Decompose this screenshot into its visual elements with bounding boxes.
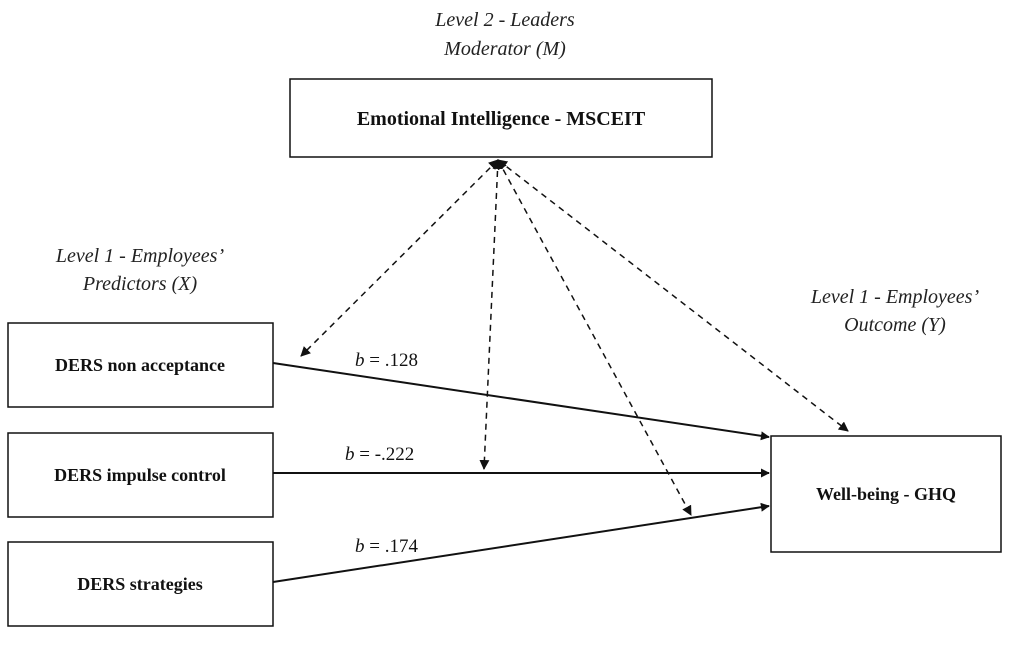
coefficient-value: = -.222	[355, 444, 415, 465]
predictor-box-impulse-control-label: DERS impulse control	[54, 465, 226, 485]
path-arrow-strategies	[272, 502, 770, 583]
outcome-box: Well-being - GHQ	[770, 435, 1002, 553]
moderator-box-label: Emotional Intelligence - MSCEIT	[357, 108, 646, 130]
moderation-arrow-strategies-path	[497, 159, 692, 516]
moderation-arrow-impulse-control-path	[479, 159, 503, 470]
moderator-box: Emotional Intelligence - MSCEIT	[289, 78, 713, 158]
moderator-level-label: Level 2 - Leaders	[434, 9, 575, 31]
predictor-box-non-acceptance-label: DERS non acceptance	[55, 355, 225, 375]
predictor-box-impulse-control: DERS impulse control	[7, 432, 274, 518]
path-arrow-non-acceptance	[272, 362, 770, 441]
predictor-box-strategies-label: DERS strategies	[77, 574, 202, 594]
coefficient-symbol: b	[345, 444, 355, 465]
coefficient-symbol: b	[355, 350, 365, 371]
coefficient-symbol: b	[355, 536, 365, 557]
predictors-level-label: Level 1 - Employees’	[55, 245, 225, 267]
moderation-arrow-non-acceptance-path	[300, 159, 499, 357]
coefficient-impulse-control: b = -.222	[345, 444, 414, 465]
coefficient-non-acceptance: b = .128	[355, 350, 418, 371]
predictor-box-non-acceptance: DERS non acceptance	[7, 322, 274, 408]
outcome-role-label: Outcome (Y)	[844, 314, 946, 336]
coefficient-value: = .174	[365, 536, 419, 557]
moderator-role-label: Moderator (M)	[443, 38, 566, 60]
outcome-box-label: Well-being - GHQ	[816, 484, 956, 504]
predictors-role-label: Predictors (X)	[82, 273, 198, 295]
moderation-arrow-outcome	[497, 159, 849, 432]
outcome-level-label: Level 1 - Employees’	[810, 286, 980, 308]
coefficient-strategies: b = .174	[355, 536, 418, 557]
predictor-box-strategies: DERS strategies	[7, 541, 274, 627]
coefficient-value: = .128	[365, 350, 418, 371]
